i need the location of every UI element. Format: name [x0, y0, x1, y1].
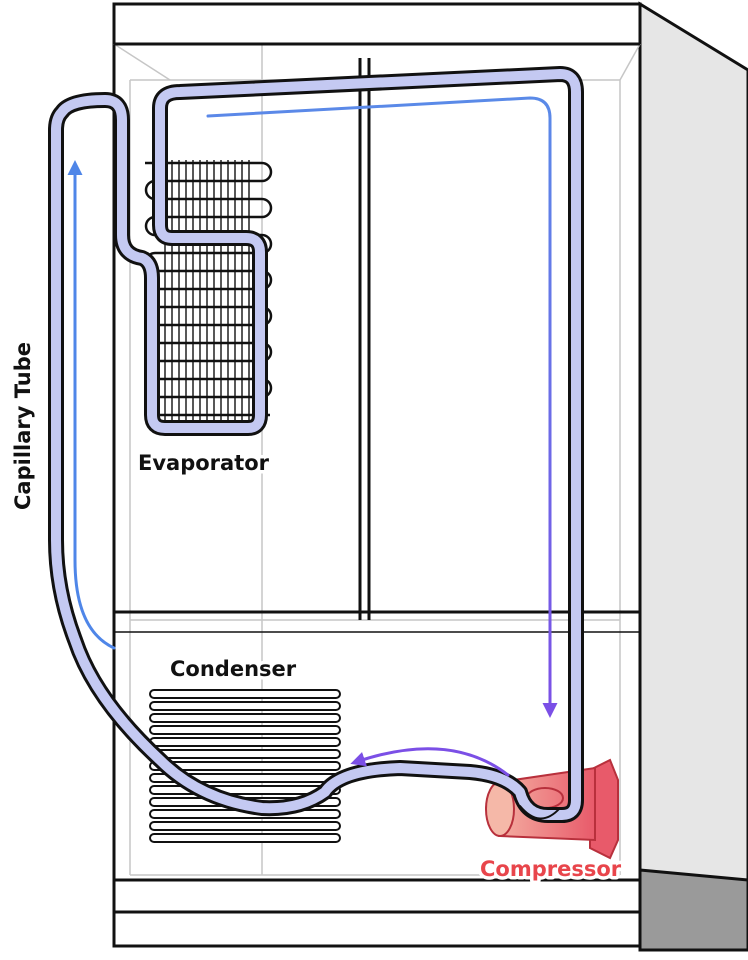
compressor-label: Compressor [480, 857, 622, 881]
flow-arrow-capillary [75, 166, 114, 648]
side-panel-base [640, 870, 748, 950]
side-panel [640, 4, 748, 950]
flow-arrows [75, 98, 550, 775]
capillary-tube-label: Capillary Tube [11, 342, 35, 510]
condenser-label: Condenser [170, 657, 297, 681]
evaporator-label: Evaporator [138, 451, 270, 475]
cabinet [114, 4, 748, 950]
